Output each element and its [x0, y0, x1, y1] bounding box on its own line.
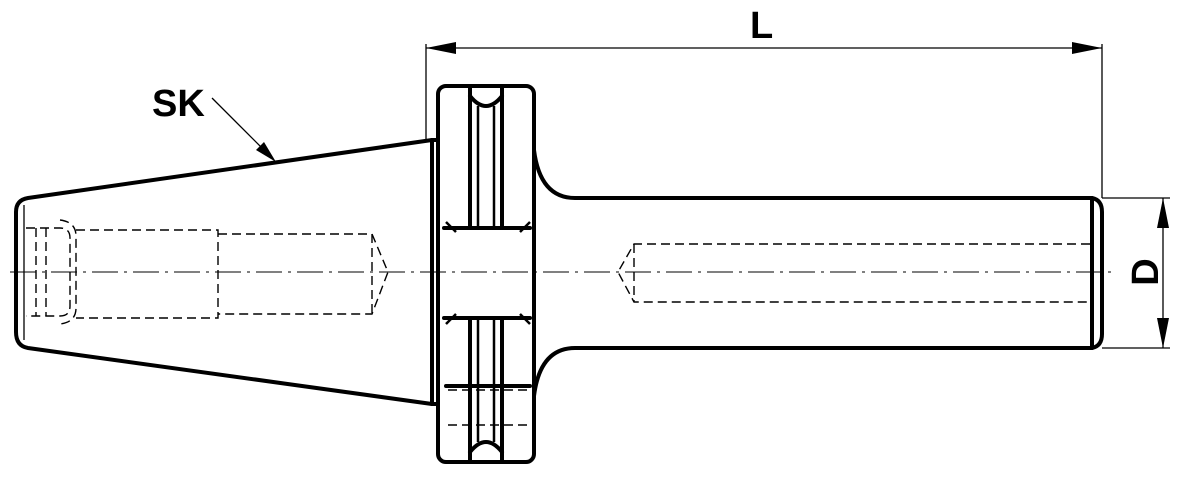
taper-label: SK [152, 83, 205, 125]
flange [430, 84, 536, 464]
diameter-label: D [1125, 258, 1167, 285]
dimension-diameter [1102, 197, 1170, 349]
taper-cone [14, 138, 434, 406]
taper-leader [211, 97, 276, 162]
shank [532, 148, 1104, 398]
dimension-length [425, 42, 1103, 198]
length-label: L [750, 5, 773, 47]
